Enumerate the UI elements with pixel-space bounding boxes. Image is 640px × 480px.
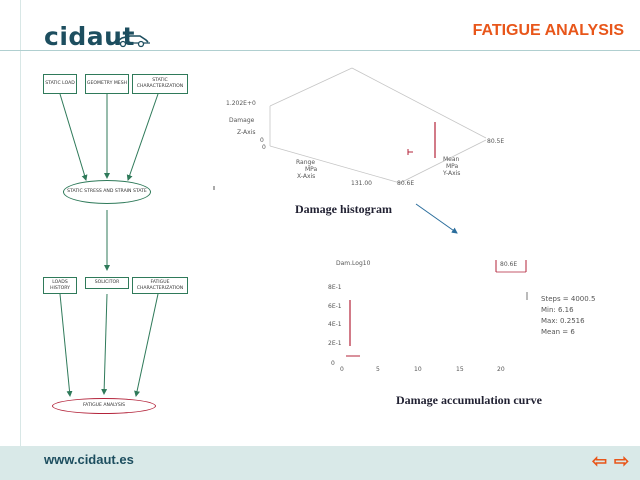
histogram-top-tick: 1.202E+0 <box>226 100 256 107</box>
accumulation-ytick: 6E-1 <box>328 303 342 310</box>
histogram-zaxis-zero-2: 0 <box>262 144 266 151</box>
accumulation-xtick: 10 <box>414 366 422 373</box>
flow-box-loads-history: LOADS HISTORY <box>43 277 77 294</box>
flow-box-static-load: STATIC LOAD <box>43 74 77 94</box>
accumulation-ylabel: Dam.Log10 <box>336 260 371 267</box>
flow-box-static-characterization: STATIC CHARACTERIZATION <box>132 74 188 94</box>
flow-node-static-stress: STATIC STRESS AND STRAIN STATE <box>63 180 151 204</box>
histogram-right-tick: 80.5E <box>487 138 505 145</box>
histogram-xaxis-range: Range <box>296 159 316 166</box>
accumulation-ytick: 0 <box>331 360 335 367</box>
flow-box-geometry-mesh: GEOMETRY MESH <box>85 74 129 94</box>
accumulation-marker-label: 80.6E <box>500 261 518 268</box>
cidaut-logo: cidaut <box>44 22 135 51</box>
left-guide-line <box>20 0 21 480</box>
accumulation-ytick: 4E-1 <box>328 321 342 328</box>
arrow-solicitor-to-fatigue <box>101 293 108 395</box>
arrow-char-to-static <box>126 93 159 181</box>
accumulation-stat: Max: 0.2516 <box>541 317 585 325</box>
histogram-zaxis-label-damage: Damage <box>229 117 255 124</box>
histogram-bottom-right-tick: 80.6E <box>397 180 415 187</box>
histogram-xaxis-unit: MPa <box>305 166 318 173</box>
accumulation-stat: Steps = 4000.5 <box>541 295 596 303</box>
footer-bar <box>0 446 640 480</box>
arrow-char-to-fatigue <box>134 293 159 397</box>
accumulation-ytick: 2E-1 <box>328 340 342 347</box>
histogram-arrow-down <box>415 203 458 234</box>
accumulation-plot <box>346 260 528 357</box>
flow-box-fatigue-characterization: FATIGUE CHARACTERIZATION <box>132 277 188 294</box>
arrow-load-to-static <box>59 93 88 181</box>
histogram-xaxis-label: X-Axis <box>297 173 316 180</box>
accumulation-stat: Min: 6.16 <box>541 306 574 314</box>
accumulation-caption: Damage accumulation curve <box>396 393 542 407</box>
histogram-yaxis-unit: MPa <box>446 163 459 170</box>
histogram-yaxis-label: Y-Axis <box>443 170 461 177</box>
car-logo-icon <box>114 35 150 48</box>
page-title: FATIGUE ANALYSIS <box>472 22 624 39</box>
prev-arrow-icon[interactable]: ⇦ <box>592 451 608 471</box>
accumulation-ytick: 8E-1 <box>328 284 342 291</box>
accumulation-xtick: 20 <box>497 366 505 373</box>
footer-url[interactable]: www.cidaut.es <box>44 452 134 467</box>
accumulation-xtick: 0 <box>340 366 344 373</box>
accumulation-stat: Mean = 6 <box>541 328 575 336</box>
histogram-zaxis-zero-1: 0 <box>260 137 264 144</box>
histogram-bottom-left-tick: 131.00 <box>351 180 372 187</box>
arrow-loads-to-fatigue <box>59 293 73 397</box>
accumulation-xtick: 15 <box>456 366 464 373</box>
accumulation-xtick: 5 <box>376 366 380 373</box>
flow-node-fatigue-analysis: FATIGUE ANALYSIS <box>52 398 156 414</box>
flowchart-connectors <box>59 93 159 397</box>
histogram-yaxis-mean: Mean <box>443 156 460 163</box>
header-divider <box>0 50 640 51</box>
flow-box-solicitor: SOLICITOR <box>85 277 129 289</box>
next-arrow-icon[interactable]: ⇨ <box>614 451 630 471</box>
histogram-zaxis-label: Z-Axis <box>237 129 256 136</box>
damage-histogram-plot <box>213 67 487 234</box>
histogram-caption: Damage histogram <box>295 202 392 216</box>
